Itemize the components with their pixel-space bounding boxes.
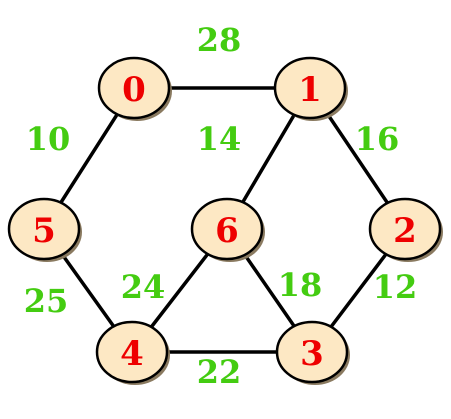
node-label: 4 (120, 334, 144, 374)
node-circle (273, 56, 347, 120)
node-0: 0 (97, 56, 172, 121)
edge-weight-1-2: 16 (355, 120, 400, 158)
node-4: 4 (95, 320, 170, 385)
node-circle (275, 320, 349, 384)
edge-weight-6-4: 24 (121, 268, 166, 306)
node-circle (97, 56, 171, 120)
edge-weight-5-4: 25 (24, 282, 69, 320)
edge-weight-4-3: 22 (197, 353, 242, 391)
edge-weight-0-5: 10 (26, 120, 71, 158)
edge-weight-0-1: 28 (197, 21, 242, 59)
node-circle (190, 197, 264, 261)
node-circle (7, 197, 81, 261)
node-2: 2 (368, 197, 443, 262)
node-circle (368, 197, 442, 261)
node-1: 1 (273, 56, 348, 121)
node-label: 6 (215, 211, 239, 251)
node-3: 3 (275, 320, 350, 385)
edge-weight-2-3: 12 (373, 268, 418, 306)
node-6: 6 (190, 197, 265, 262)
edge-weight-1-6: 14 (197, 120, 242, 158)
node-circle (95, 320, 169, 384)
node-label: 0 (122, 70, 146, 110)
node-label: 3 (300, 334, 324, 374)
edge-weight-6-3: 18 (278, 266, 323, 304)
node-5: 5 (7, 197, 82, 262)
node-label: 5 (32, 211, 56, 251)
node-label: 1 (298, 70, 322, 110)
node-label: 2 (393, 211, 417, 251)
